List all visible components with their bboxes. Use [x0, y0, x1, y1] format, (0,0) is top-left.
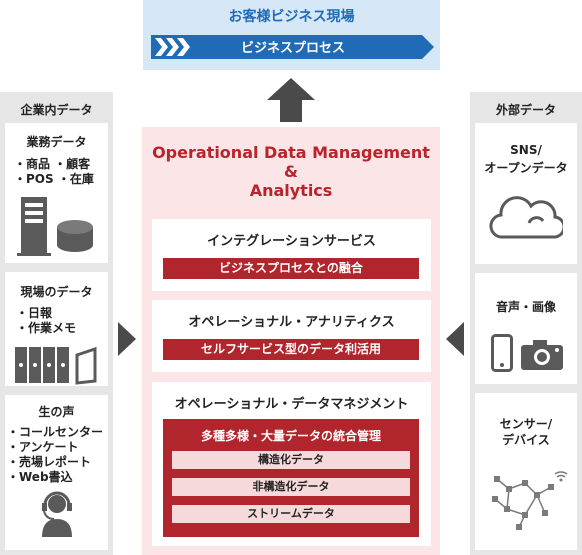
integrated-management-label: 多種多様・大量データの統合管理 — [200, 429, 381, 443]
operational-analytics-bar: セルフサービス型のデータ利活用 — [163, 339, 419, 360]
business-site-box: お客様ビジネス現場 ビジネスプロセス — [143, 0, 440, 70]
right-arrow-icon — [118, 322, 136, 356]
sensor-device-title: センサー/ — [499, 417, 553, 431]
integrated-management-block: 多種多様・大量データの統合管理 構造化データ 非構造化データ ストリームデータ — [163, 419, 419, 537]
field-data-item: ・日報 — [16, 306, 53, 320]
sns-open-data-title: オープンデータ — [484, 161, 568, 175]
structured-data-bar: 構造化データ — [172, 451, 410, 469]
external-data-header: 外部データ — [495, 103, 556, 117]
up-arrow-icon — [267, 78, 315, 122]
audio-image-title: 音声・画像 — [495, 300, 556, 314]
business-data-panel: 業務データ ・商品 ・顧客 ・POS ・在庫 — [5, 123, 108, 263]
unstructured-data-bar: 非構造化データ — [172, 478, 410, 496]
field-data-title: 現場のデータ — [20, 285, 93, 299]
server-database-icon — [17, 197, 93, 256]
odma-platform-box: Operational Data Management & Analytics … — [142, 127, 440, 555]
integration-service-layer: インテグレーションサービス ビジネスプロセスとの融合 — [152, 219, 431, 291]
internal-data-column: 企業内データ 業務データ ・商品 ・顧客 ・POS ・在庫 現場のデータ ・日報… — [0, 92, 113, 555]
operational-analytics-title: オペレーショナル・アナリティクス — [188, 315, 395, 330]
sns-open-data-panel: SNS/ オープンデータ — [475, 123, 577, 264]
camera-icon — [521, 340, 563, 370]
voice-data-panel: 生の声 ・コールセンター ・アンケート ・売場レポート ・Web書込 — [5, 395, 108, 550]
integration-service-title: インテグレーションサービス — [207, 234, 376, 249]
sensor-device-title: デバイス — [502, 433, 550, 447]
odma-title-line: Analytics — [249, 181, 333, 200]
left-arrow-icon — [446, 322, 464, 356]
internal-data-header: 企業内データ — [20, 103, 93, 117]
odma-title: Operational Data Management & Analytics — [142, 143, 440, 200]
business-process-label: ビジネスプロセス — [240, 41, 345, 56]
binder-files-icon — [15, 346, 97, 385]
business-data-item: ・商品 ・顧客 — [14, 157, 91, 171]
field-data-panel: 現場のデータ ・日報 ・作業メモ — [5, 272, 108, 386]
sensor-network-icon — [492, 471, 568, 530]
sensor-device-panel: センサー/ デバイス — [475, 393, 577, 550]
business-data-item: ・POS ・在庫 — [14, 172, 94, 186]
operator-headset-icon — [42, 491, 72, 537]
integration-service-bar: ビジネスプロセスとの融合 — [163, 258, 419, 279]
operational-data-management-title: オペレーショナル・データマネジメント — [174, 397, 409, 412]
odma-title-line: & — [284, 162, 298, 181]
voice-data-item: ・アンケート — [7, 440, 79, 454]
odma-title-line: Operational Data Management — [152, 143, 430, 162]
cloud-icon — [489, 196, 563, 239]
voice-data-item: ・Web書込 — [7, 470, 73, 484]
external-data-column: 外部データ SNS/ オープンデータ 音声・画像 センサー/ デバイス — [470, 92, 582, 555]
smartphone-icon — [491, 334, 513, 372]
operational-analytics-layer: オペレーショナル・アナリティクス セルフサービス型のデータ利活用 — [152, 300, 431, 372]
sns-open-data-title: SNS/ — [510, 143, 542, 157]
stream-data-bar: ストリームデータ — [172, 505, 410, 523]
business-data-title: 業務データ — [26, 135, 87, 149]
audio-image-panel: 音声・画像 — [475, 273, 577, 384]
voice-data-item: ・売場レポート — [7, 455, 92, 469]
voice-data-item: ・コールセンター — [7, 425, 104, 439]
field-data-item: ・作業メモ — [16, 321, 77, 335]
operational-data-management-layer: オペレーショナル・データマネジメント 多種多様・大量データの統合管理 構造化デー… — [152, 382, 431, 546]
voice-data-title: 生の声 — [38, 405, 75, 419]
business-site-title: お客様ビジネス現場 — [228, 9, 355, 25]
business-process-bar — [151, 35, 434, 59]
